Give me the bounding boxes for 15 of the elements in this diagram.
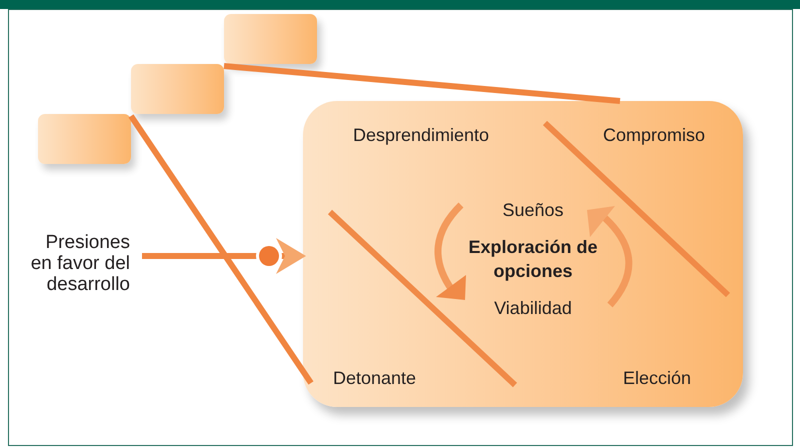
connector-line (128, 114, 314, 385)
stage-label: Elección (623, 367, 692, 390)
text-label: Presiones en favor del desarrollo (30, 232, 130, 295)
stage-label: Viabilidad (493, 297, 573, 320)
stage-label: Exploración de opciones (467, 236, 599, 283)
stage-panel (303, 101, 743, 407)
stage-label: Sueños (501, 199, 565, 222)
connector-line (142, 238, 306, 274)
stage-label: Detonante (333, 367, 418, 390)
stacked-box (38, 114, 131, 164)
stacked-box (224, 14, 317, 64)
stacked-box (131, 64, 224, 114)
connector-line (224, 63, 620, 104)
stage-label: Desprendimiento (353, 124, 490, 147)
stage-label: Compromiso (603, 124, 706, 147)
